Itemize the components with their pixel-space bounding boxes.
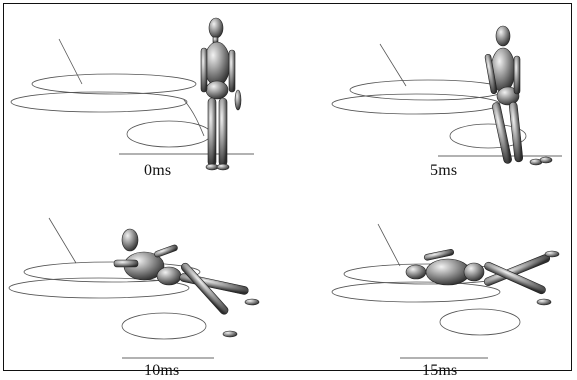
figure-frame: 0ms 5ms: [3, 3, 572, 371]
panel-5ms: 5ms: [288, 4, 572, 188]
scene-5ms-drawing: [288, 4, 572, 188]
time-label-0ms: 0ms: [144, 162, 171, 180]
scene-0ms-drawing: [4, 4, 288, 188]
scene-15ms-drawing: [288, 188, 572, 372]
time-label-10ms: 10ms: [144, 362, 179, 380]
time-label-5ms: 5ms: [430, 162, 457, 180]
panel-10ms: 10ms: [4, 188, 288, 372]
panel-0ms: 0ms: [4, 4, 288, 188]
scene-10ms-drawing: [4, 188, 288, 372]
panel-15ms: 15ms: [288, 188, 572, 372]
time-label-15ms: 15ms: [422, 362, 457, 380]
